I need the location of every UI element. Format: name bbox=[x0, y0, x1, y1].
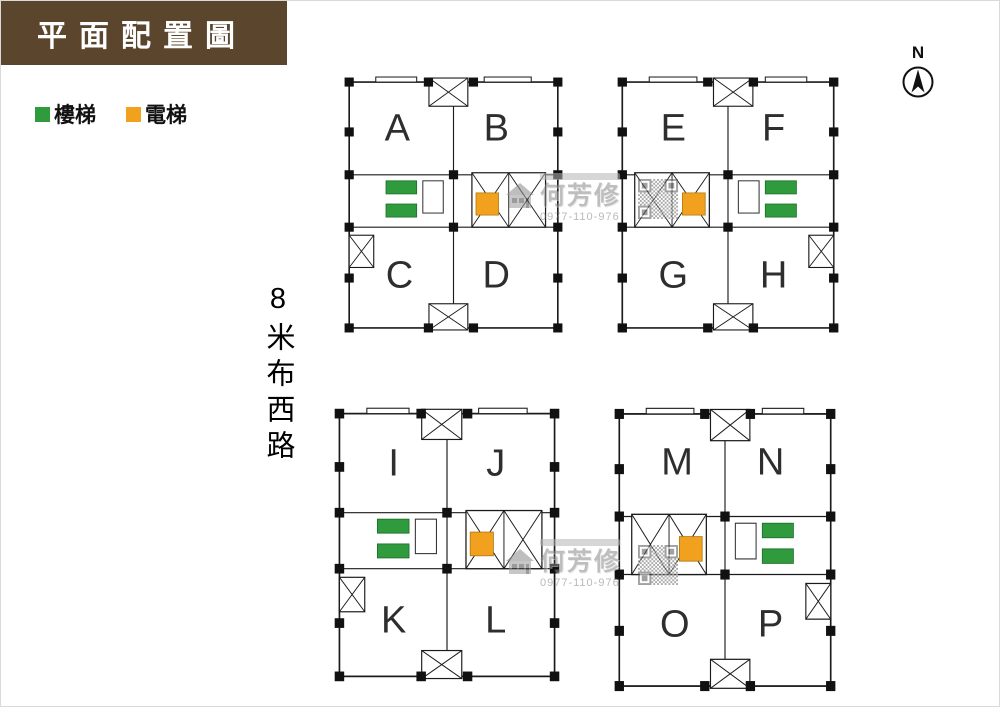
unit-label: G bbox=[658, 254, 689, 297]
stairs-swatch-icon bbox=[35, 106, 50, 122]
north-arrow-icon bbox=[902, 66, 934, 98]
watermark-small-text bbox=[540, 539, 620, 546]
road-label: 8米布西路 bbox=[262, 283, 294, 466]
legend: 樓梯 電梯 bbox=[35, 99, 217, 129]
building-block-abcd: A B C D bbox=[341, 74, 566, 336]
unit-label: L bbox=[485, 599, 507, 642]
watermark-phone: 0977-110-976 bbox=[540, 576, 620, 589]
watermark-small-text bbox=[540, 173, 620, 180]
unit-label: P bbox=[757, 603, 784, 646]
legend-item-elevator: 電梯 bbox=[126, 99, 187, 129]
qr-code-icon bbox=[638, 179, 678, 219]
unit-label: D bbox=[482, 254, 510, 297]
agent-watermark: 何芳修 0977-110-976 bbox=[506, 537, 678, 599]
unit-label: B bbox=[483, 107, 509, 150]
elevator-legend-label: 電梯 bbox=[145, 104, 187, 127]
watermark-phone: 0977-110-976 bbox=[540, 210, 620, 223]
unit-label: F bbox=[761, 107, 786, 150]
unit-label: O bbox=[660, 603, 690, 646]
unit-label: K bbox=[380, 599, 407, 642]
unit-label: H bbox=[759, 254, 788, 297]
stairs-legend-label: 樓梯 bbox=[54, 104, 96, 127]
watermark-name: 何芳修 bbox=[540, 548, 622, 576]
unit-label: N bbox=[756, 441, 785, 484]
unit-label: A bbox=[384, 107, 410, 150]
house-icon bbox=[506, 549, 534, 574]
unit-label: M bbox=[661, 441, 693, 484]
qr-code-icon bbox=[638, 545, 678, 585]
unit-label: J bbox=[486, 442, 506, 485]
unit-label: C bbox=[385, 254, 414, 297]
house-icon bbox=[506, 183, 534, 208]
unit-label: E bbox=[660, 107, 686, 150]
watermark-text: 何芳修 0977-110-976 bbox=[540, 173, 621, 223]
north-label: N bbox=[911, 43, 925, 62]
building-block-mnop: M N O P bbox=[611, 405, 839, 695]
page-title: 平面配置圖 bbox=[37, 20, 247, 53]
legend-item-stairs: 樓梯 bbox=[35, 99, 96, 129]
watermark-text: 何芳修 0977-110-976 bbox=[540, 539, 621, 589]
unit-label: I bbox=[388, 442, 399, 485]
page-title-banner: 平面配置圖 bbox=[1, 1, 287, 65]
agent-watermark: 何芳修 0977-110-976 bbox=[506, 171, 678, 233]
watermark-name: 何芳修 bbox=[540, 182, 622, 210]
elevator-swatch-icon bbox=[126, 106, 141, 122]
north-indicator: N bbox=[897, 43, 939, 104]
building-block-ijkl: I J K L bbox=[331, 405, 563, 685]
building-block-efgh: E F G H bbox=[614, 74, 842, 336]
